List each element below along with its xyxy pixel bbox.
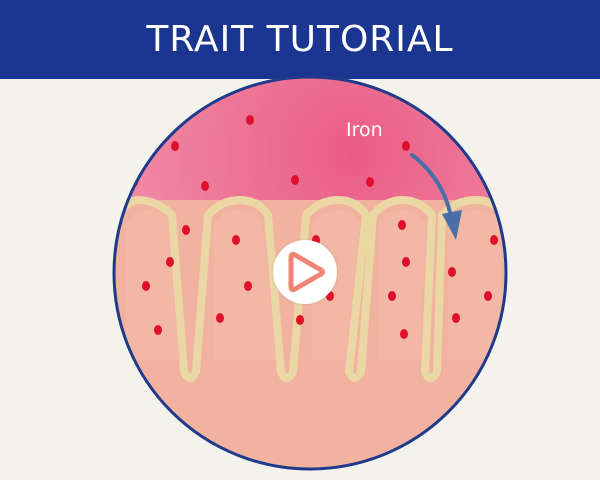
page-title: TRAIT TUTORIAL — [146, 19, 454, 60]
play-button[interactable] — [273, 240, 337, 304]
magnifier-circle — [112, 75, 508, 471]
play-icon — [288, 251, 325, 293]
iron-label: Iron — [346, 119, 383, 141]
arrow-icon — [410, 153, 462, 240]
header-banner: TRAIT TUTORIAL — [0, 0, 600, 79]
villus-wall — [114, 196, 506, 382]
